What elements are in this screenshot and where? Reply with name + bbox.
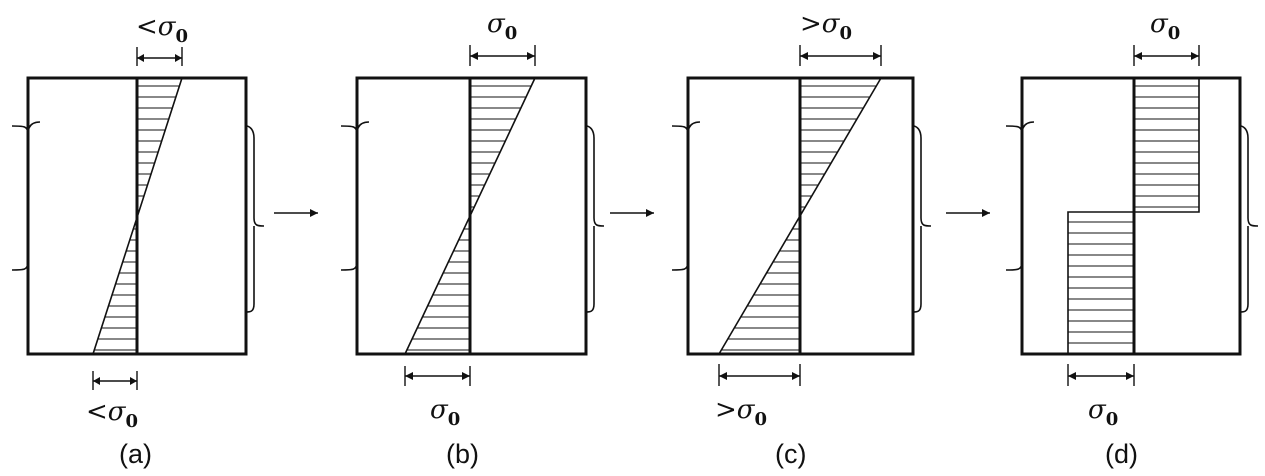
panel-d: σ0 σ0 (d) [1005,9,1259,469]
dimension-arrow-bottom [718,364,801,386]
brace-right [912,125,932,313]
plastic-block-lower [1067,211,1134,354]
dimension-arrow-top [136,47,183,66]
label-top-a: <σ0 [136,12,188,47]
caption-b: (b) [446,439,479,469]
panel-c: >σ0 >σ0 (c) [671,9,932,469]
dimension-arrow-bottom [404,366,471,386]
panel-b: σ0 σ0 (b) [340,9,605,469]
brace-right [585,125,605,313]
brace-left [340,121,370,271]
caption-d: (d) [1105,439,1138,469]
label-bottom-d: σ0 [1088,395,1118,430]
brace-right [1239,125,1259,313]
label-bottom-c: >σ0 [715,395,767,430]
label-top-b: σ0 [487,9,517,44]
label-top-d: σ0 [1150,9,1180,44]
label-top-c: >σ0 [800,9,852,44]
brace-left [1005,121,1035,271]
transition-arrow-2 [610,209,654,217]
panel-a: <σ0 <σ0 (a) [11,12,265,469]
beam-section-frame [1020,76,1242,356]
brace-right [245,125,265,313]
dimension-arrow-top [1133,45,1200,66]
dimension-arrow-bottom [92,371,138,390]
caption-c: (c) [775,439,806,469]
plastic-block-upper [1134,77,1200,213]
transition-arrow-3 [946,209,990,217]
brace-left [11,121,41,271]
hatching-d [1068,85,1199,344]
dimension-arrow-top [799,45,882,66]
hatching-c [721,85,877,351]
dimension-arrow-top [469,45,536,66]
label-bottom-a: <σ0 [86,397,138,432]
brace-left [671,121,701,271]
dimension-arrow-bottom [1067,364,1135,386]
transition-arrow-1 [274,209,318,217]
caption-a: (a) [119,439,152,469]
label-bottom-b: σ0 [430,395,460,430]
